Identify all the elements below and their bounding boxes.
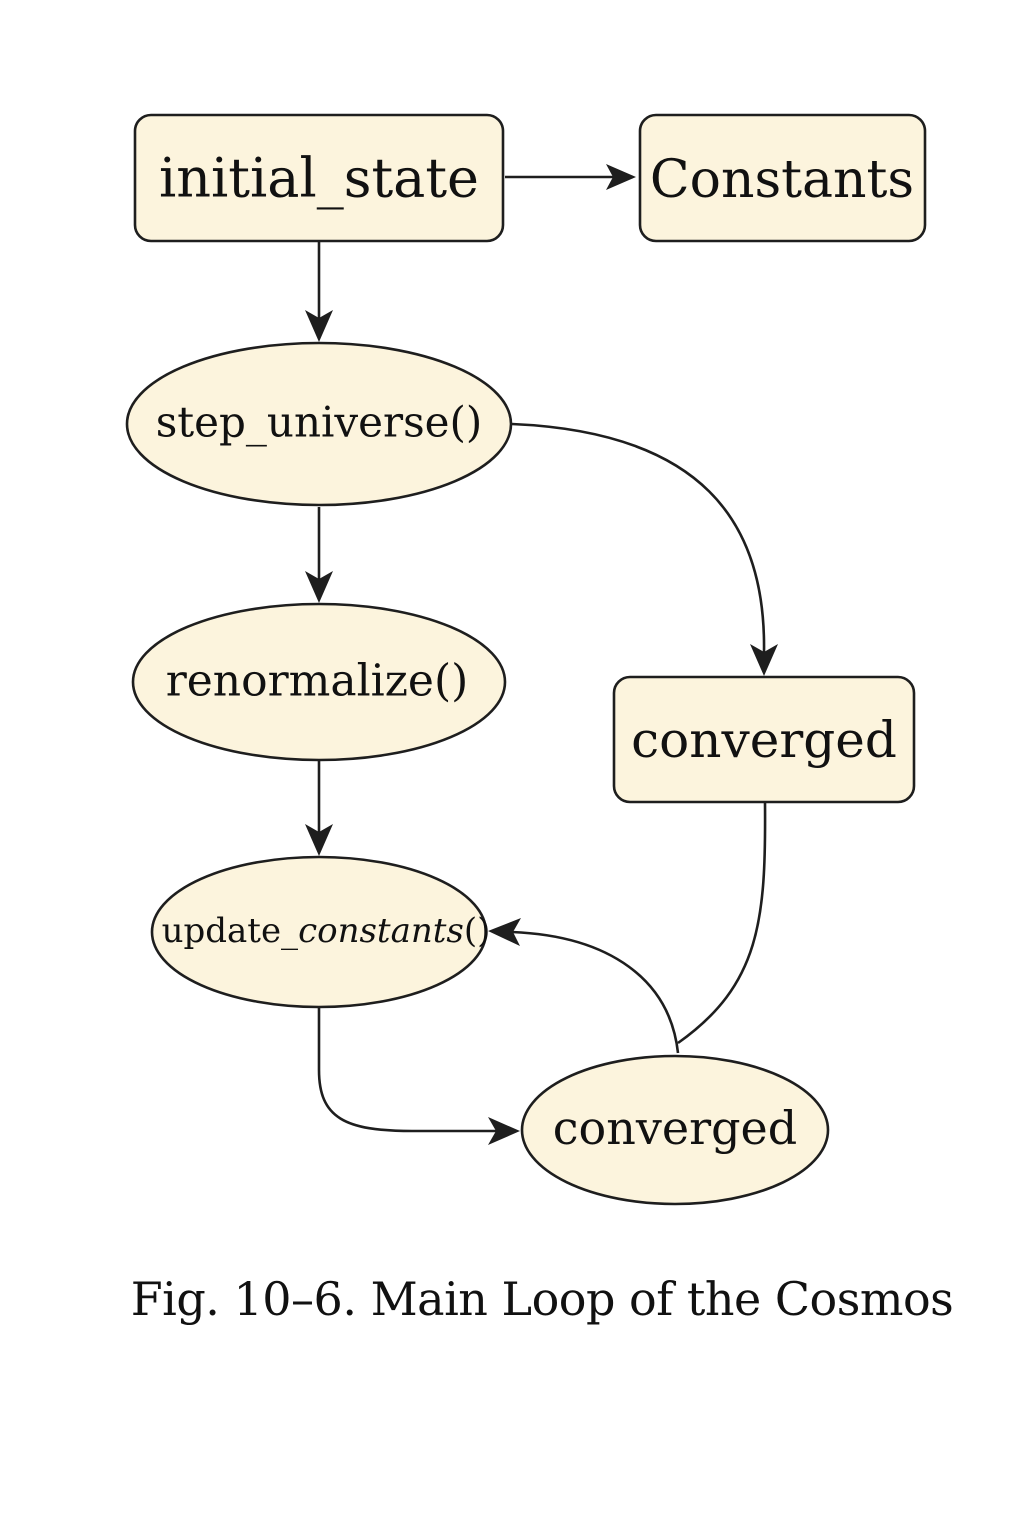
node-converged-box: converged: [612, 675, 916, 804]
node-step-universe: step_universe(): [125, 341, 513, 507]
figure-caption: Fig. 10–6. Main Loop of the Cosmos: [130, 1272, 954, 1326]
node-update-constants-label: update_constants(): [162, 911, 491, 951]
arrowhead-icon: [488, 1117, 520, 1145]
node-step-universe-label: step_universe(): [156, 398, 483, 447]
node-initial-state-label: initial_state: [159, 147, 479, 210]
arrowhead-icon: [305, 824, 333, 856]
edge-step-to-converged-box: [511, 422, 766, 653]
edge-update-to-converged-oval: [317, 1008, 498, 1133]
update-prefix: update_: [162, 911, 298, 951]
arrowhead-icon: [606, 164, 636, 190]
node-converged-oval: converged: [520, 1054, 830, 1206]
node-converged-box-label: converged: [631, 711, 897, 769]
node-constants-label: Constants: [650, 150, 914, 210]
node-constants: Constants: [638, 113, 927, 243]
node-renormalize: renormalize(): [131, 602, 507, 762]
arrowhead-icon: [305, 310, 333, 342]
node-initial-state: initial_state: [133, 113, 505, 243]
edge-converged-box-down: [677, 802, 767, 1045]
edge-converged-oval-to-update: [511, 930, 680, 1054]
node-update-constants: update_constants(): [150, 855, 491, 1009]
node-renormalize-label: renormalize(): [166, 656, 469, 707]
update-italic: constants: [298, 911, 464, 951]
arrowhead-icon: [488, 918, 521, 946]
node-converged-oval-label: converged: [553, 1101, 797, 1155]
update-suffix: (): [464, 911, 491, 951]
arrowhead-icon: [750, 644, 778, 676]
arrowhead-icon: [305, 571, 333, 603]
